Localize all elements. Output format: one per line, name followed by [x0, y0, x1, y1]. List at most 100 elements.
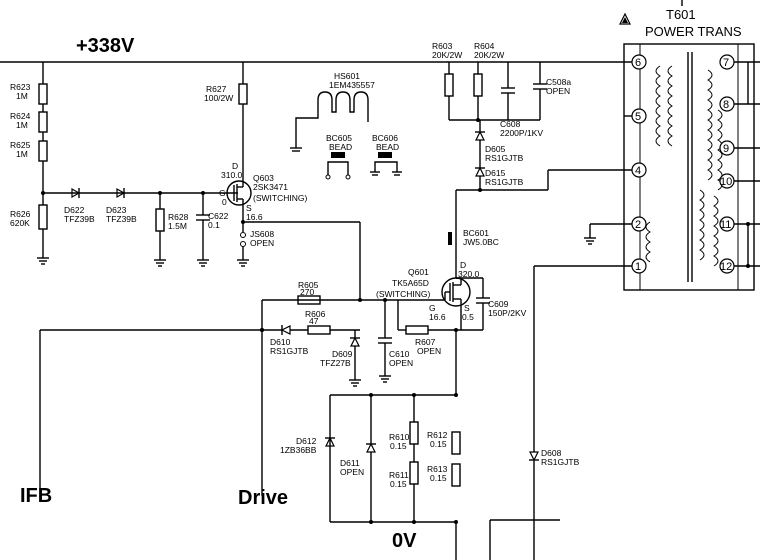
resistor-r624 — [38, 111, 48, 133]
d608-value: RS1GJTB — [541, 457, 580, 467]
transformer-pin-2: 2 — [631, 216, 647, 232]
q603-g-pin: G — [219, 188, 226, 198]
transformer-pin-9: 9 — [719, 140, 735, 156]
hs601-value: 1EM435557 — [329, 80, 375, 90]
q601-s-pin: S — [464, 303, 470, 313]
bc606-value: BEAD — [376, 142, 399, 152]
r626-value: 620K — [10, 218, 30, 228]
r604-value: 20K/2W — [474, 50, 504, 60]
transformer-pin-10: 10 — [719, 173, 735, 189]
bead-bc601 — [448, 232, 457, 246]
svg-text:4: 4 — [635, 165, 641, 177]
c608-value: 2200P/1KV — [500, 128, 543, 138]
c508a-value: OPEN — [546, 86, 570, 96]
d610-value: RS1GJTB — [270, 346, 309, 356]
transformer-pin-4: 4 — [631, 162, 647, 178]
transformer-pin-8: 8 — [719, 96, 735, 112]
bc605-ref: BC605 — [326, 133, 352, 143]
r604-ref: R604 — [474, 41, 495, 51]
bc601-ref: BC601 — [463, 228, 489, 238]
warning-triangle-icon — [619, 12, 631, 25]
svg-text:9: 9 — [723, 143, 729, 155]
resistor-r623 — [38, 83, 48, 105]
hv-rail-label: +338V — [76, 35, 135, 57]
js608-value: OPEN — [250, 238, 274, 248]
jumper-js608 — [240, 232, 246, 247]
r606-ref: R606 — [305, 309, 326, 319]
d612-ref: D612 — [296, 436, 317, 446]
diode-d605 — [475, 130, 485, 141]
r628-value: 1.5M — [168, 221, 187, 231]
r603-ref: R603 — [432, 41, 453, 51]
d611-ref: D611 — [340, 458, 360, 468]
bc601-value: JW5.0BC — [463, 237, 499, 247]
bead-bc605 — [325, 152, 351, 180]
d623-value: TFZ39B — [106, 214, 137, 224]
c609-value: 150P/2KV — [488, 308, 527, 318]
capacitor-c608 — [501, 87, 515, 94]
resistor-r603 — [444, 73, 454, 97]
r606-value: 47 — [309, 316, 319, 326]
svg-text:11: 11 — [720, 219, 731, 231]
transformer-ref: T601 — [666, 7, 696, 22]
svg-text:12: 12 — [720, 261, 732, 273]
js608-ref: JS608 — [250, 229, 274, 239]
d609-ref: D609 — [332, 349, 353, 359]
q603-s-voltage: 16.6 — [246, 212, 263, 222]
capacitor-c610 — [378, 337, 392, 344]
r627-ref: R627 — [206, 84, 227, 94]
q601-mode: (SWITCHING) — [376, 289, 430, 299]
c610-ref: C610 — [389, 349, 410, 359]
svg-text:5: 5 — [635, 111, 641, 123]
q601-s-voltage: 0.5 — [462, 312, 474, 322]
bead-bc606 — [370, 152, 402, 176]
zener-d623 — [116, 187, 126, 199]
r610-ref: R610 — [389, 432, 410, 442]
q603-s-pin: S — [246, 203, 252, 213]
c608-ref: C608 — [500, 119, 521, 129]
r612-ref: R612 — [427, 430, 448, 440]
q603-mode: (SWITCHING) — [253, 193, 307, 203]
resistor-r628 — [155, 208, 165, 232]
d611-value: OPEN — [340, 467, 364, 477]
r626-ref: R626 — [10, 209, 31, 219]
svg-text:1: 1 — [635, 261, 641, 273]
q601-ref: Q601 — [408, 267, 429, 277]
resistor-r605 — [297, 295, 321, 305]
r623-value: 1M — [16, 91, 28, 101]
transformer-pin-1: 1 — [631, 258, 647, 274]
r611-ref: R611 — [389, 470, 409, 480]
drive-label: Drive — [238, 487, 288, 509]
transformer-pin-5: 5 — [631, 108, 647, 124]
resistor-r625 — [38, 140, 48, 162]
d612-value: 1ZB36BB — [280, 445, 317, 455]
svg-text:10: 10 — [720, 176, 732, 188]
r605-value: 270 — [300, 287, 314, 297]
r612-value: 0.15 — [430, 439, 447, 449]
r610-value: 0.15 — [390, 441, 407, 451]
resistor-r611 — [409, 461, 419, 485]
q603-ref: Q603 — [253, 173, 274, 183]
d622-ref: D622 — [64, 205, 85, 215]
r607-value: OPEN — [417, 346, 441, 356]
zener-d622 — [71, 187, 81, 199]
resistor-r610 — [409, 421, 419, 445]
r623-ref: R623 — [10, 82, 31, 92]
zener-d612 — [325, 436, 335, 447]
c622-value: 0.1 — [208, 220, 220, 230]
resistor-r607 — [405, 325, 429, 335]
d605-ref: D605 — [485, 144, 506, 154]
svg-text:2: 2 — [635, 219, 641, 231]
resistor-r627 — [238, 83, 248, 105]
q603-d-pin: D — [232, 161, 238, 171]
heatsink-hs601 — [295, 91, 369, 148]
r624-ref: R624 — [10, 111, 31, 121]
resistor-r626 — [38, 204, 48, 230]
svg-text:6: 6 — [635, 57, 641, 69]
r613-ref: R613 — [427, 464, 448, 474]
bc605-value: BEAD — [329, 142, 352, 152]
r625-ref: R625 — [10, 140, 31, 150]
bc606-ref: BC606 — [372, 133, 398, 143]
